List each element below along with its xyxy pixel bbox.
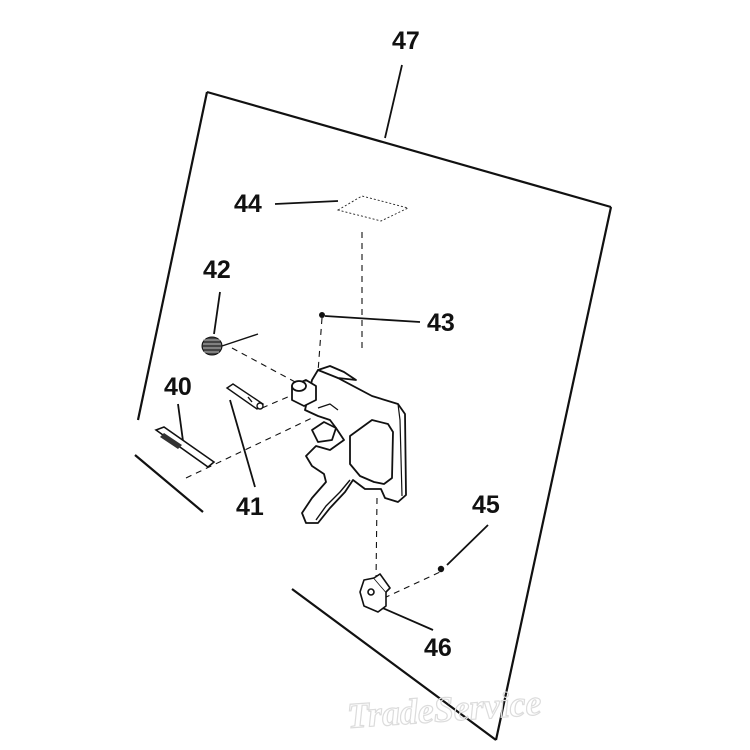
callout-43: 43 [427,309,455,337]
leader-lines [177,64,489,631]
leader-45 [446,524,489,566]
callout-42: 42 [203,256,231,284]
part-42-spring [201,333,259,356]
latch-bracket-assembly [291,365,407,524]
panel-right-edge [494,206,613,741]
part-44-label [336,195,410,222]
leader-46 [377,605,434,631]
callout-47: 47 [392,27,420,55]
assembly-axes [185,232,441,599]
watermark-text: TradeService [346,683,543,736]
callout-46: 46 [424,634,452,662]
part-45-screw [437,565,445,573]
panel-bottom-edge [291,588,497,741]
leader-41 [229,399,256,488]
axis-41-rod [261,395,291,409]
leader-42 [213,291,221,335]
leader-44 [274,200,339,205]
callout-44: 44 [234,190,262,218]
part-43-screw [319,312,325,318]
panel-left-lower-edge [134,454,204,513]
part-41-rod [225,383,265,410]
panel-47 [134,90,613,741]
part-40-pin [154,426,216,469]
axis-46-vertical [375,497,378,583]
axis-40-pin [185,417,313,479]
leader-47 [384,64,403,139]
panel-left-edge [136,91,209,421]
axis-42-spring [231,347,311,391]
axis-45-46 [383,571,441,599]
callout-41: 41 [236,493,264,521]
leader-40 [177,403,184,442]
callout-40: 40 [164,373,192,401]
callout-45: 45 [472,491,500,519]
part-46-block [359,573,391,613]
axis-43-vertical [317,317,323,373]
leader-43 [324,315,421,323]
panel-top-edge [206,90,612,209]
